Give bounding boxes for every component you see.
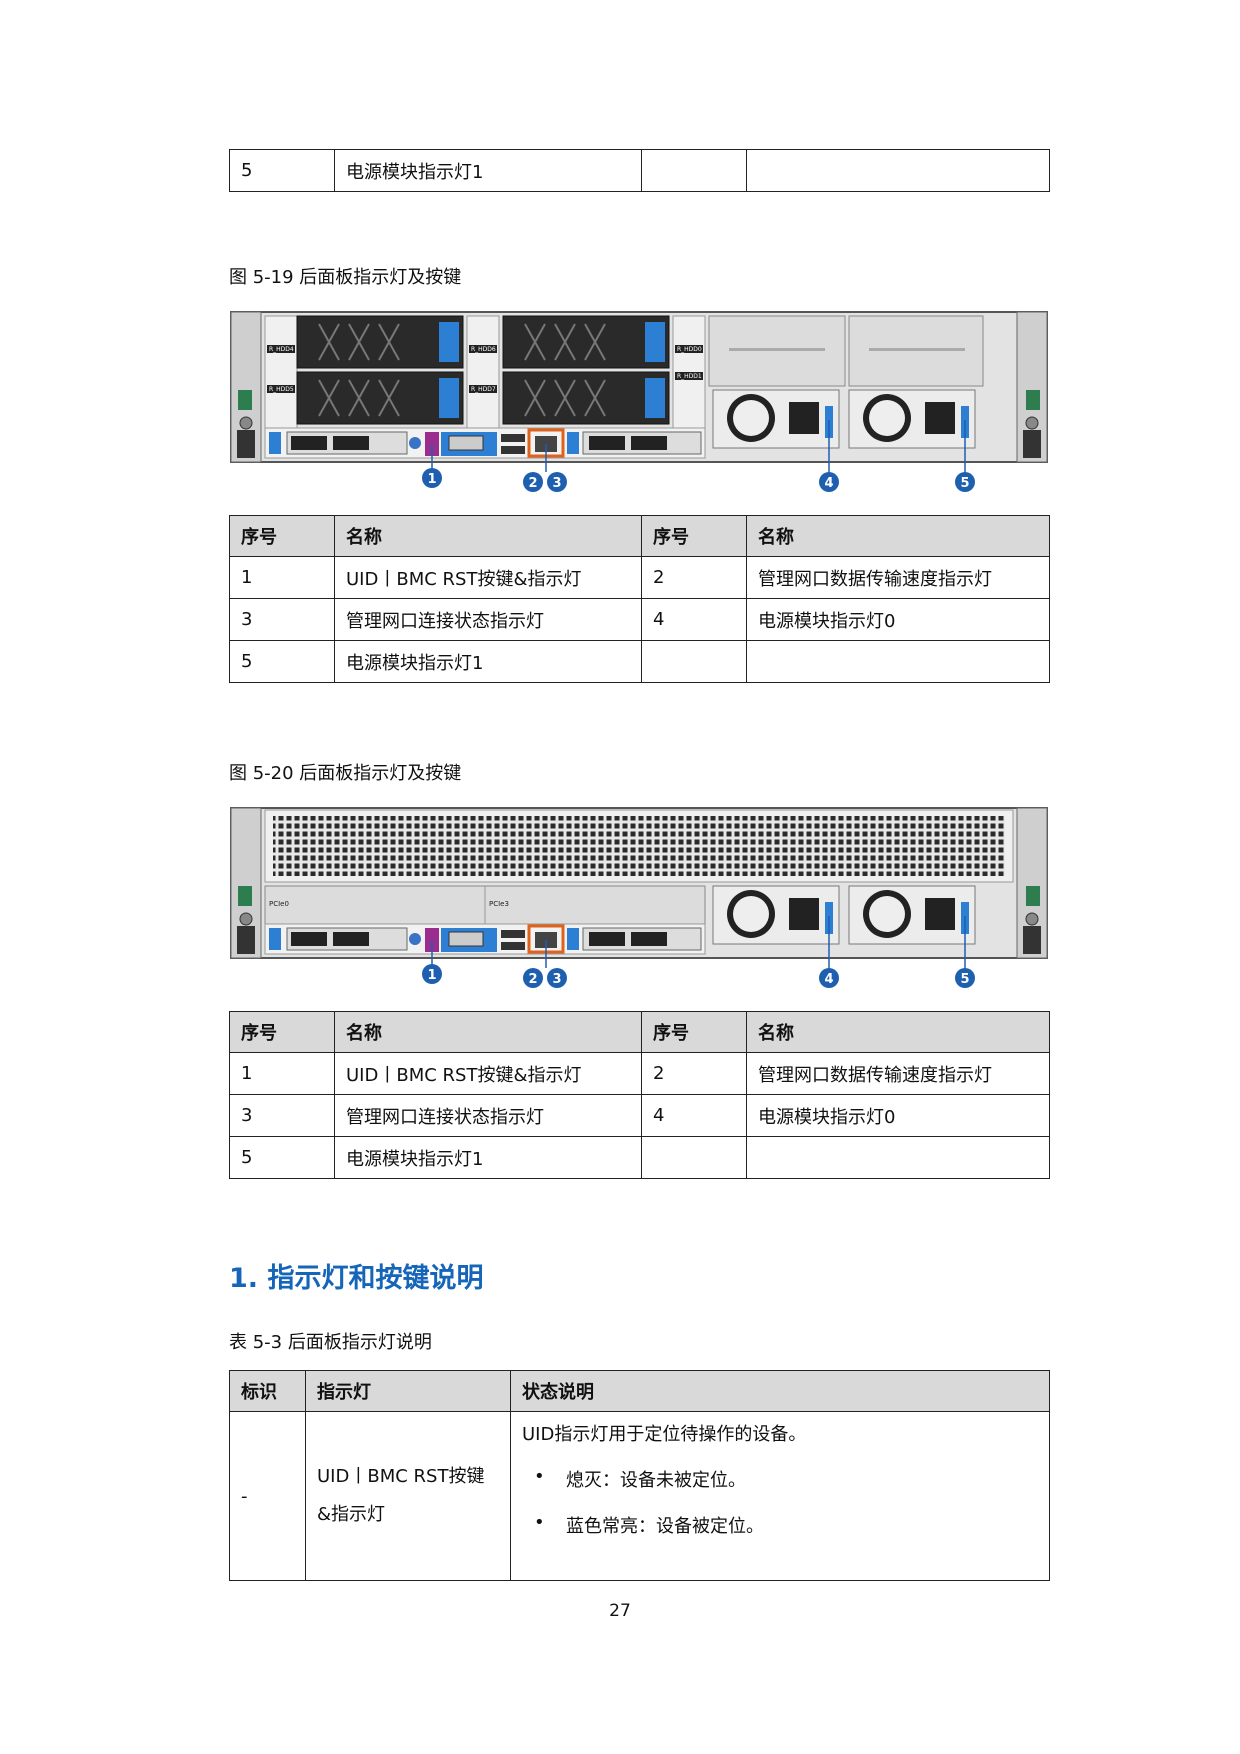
callout-3: 3	[547, 472, 567, 492]
column-header: 名称	[746, 515, 1050, 557]
table-cell: 电源模块指示灯1	[334, 640, 642, 683]
svg-text:1: 1	[427, 968, 436, 983]
drive-label: R_HDD0	[677, 346, 702, 353]
column-header: 状态说明	[510, 1370, 1050, 1412]
table-header-row: 序号 名称 序号 名称	[229, 1011, 1050, 1053]
column-header: 指示灯	[305, 1370, 511, 1412]
figure-20-caption: 图 5-20 后面板指示灯及按键	[229, 763, 462, 784]
table-cell: 1	[229, 556, 335, 599]
rear-panel-figure-20: PCIe0 PCIe3 1 2 3 4 5	[230, 807, 1048, 988]
table-row: 1 UID丨BMC RST按键&指示灯 2 管理网口数据传输速度指示灯	[229, 556, 1050, 599]
table-cell: 管理网口数据传输速度指示灯	[746, 1052, 1050, 1095]
table-cell	[641, 1136, 747, 1179]
table-cell	[746, 1136, 1050, 1179]
table-cell: 1	[229, 1052, 335, 1095]
page-number: 27	[609, 1601, 631, 1621]
table-cell	[746, 149, 1050, 192]
table-cell: 电源模块指示灯0	[746, 598, 1050, 641]
table-header-row: 标识 指示灯 状态说明	[229, 1370, 1050, 1412]
table-cell: 电源模块指示灯0	[746, 1094, 1050, 1137]
table-row: - UID丨BMC RST按键 &指示灯 UID指示灯用于定位待操作的设备。 熄…	[229, 1411, 1050, 1581]
section-heading: 1. 指示灯和按键说明	[229, 1263, 484, 1294]
table-header-row: 序号 名称 序号 名称	[229, 515, 1050, 557]
callout-2: 2	[523, 968, 543, 988]
drive-label: R_HDD6	[471, 346, 496, 353]
table-cell: UID丨BMC RST按键 &指示灯	[305, 1411, 511, 1581]
table-cell: 4	[641, 598, 747, 641]
callout-1: 1	[422, 468, 442, 488]
table-5-3-caption: 表 5-3 后面板指示灯说明	[229, 1332, 432, 1353]
column-header: 名称	[334, 515, 642, 557]
table-cell: 2	[641, 556, 747, 599]
column-header: 序号	[229, 515, 335, 557]
list-item: 熄灭：设备未被定位。	[522, 1466, 1038, 1492]
table-cell: 3	[229, 1094, 335, 1137]
table-cell: 3	[229, 598, 335, 641]
table-cell	[641, 640, 747, 683]
table-cell: 5	[229, 149, 335, 192]
callout-2: 2	[523, 472, 543, 492]
table-cell: 5	[229, 1136, 335, 1179]
drive-label: R_HDD1	[677, 373, 702, 380]
table-row: 3 管理网口连接状态指示灯 4 电源模块指示灯0	[229, 598, 1050, 641]
svg-text:2: 2	[528, 972, 537, 987]
column-header: 序号	[641, 1011, 747, 1053]
table-cell: -	[229, 1411, 306, 1581]
svg-text:3: 3	[552, 972, 561, 987]
table-row: 5 电源模块指示灯1	[229, 149, 1050, 192]
table-cell: 4	[641, 1094, 747, 1137]
rear-panel-figure-19: R_HDD4 R_HDD5 R_HDD6 R_HDD7 R_HDD0 R_HDD…	[230, 311, 1048, 492]
status-list: 熄灭：设备未被定位。 蓝色常亮：设备被定位。	[522, 1466, 1038, 1538]
drive-label: R_HDD5	[269, 386, 294, 393]
drive-label: R_HDD4	[269, 346, 294, 353]
table-cell: UID丨BMC RST按键&指示灯	[334, 1052, 642, 1095]
top-continued-table: 5 电源模块指示灯1	[229, 149, 1050, 192]
callout-4: 4	[819, 968, 839, 988]
callout-3: 3	[547, 968, 567, 988]
column-header: 名称	[746, 1011, 1050, 1053]
indicator-description-table: 标识 指示灯 状态说明 - UID丨BMC RST按键 &指示灯 UID指示灯用…	[229, 1370, 1050, 1581]
callout-4: 4	[819, 472, 839, 492]
column-header: 名称	[334, 1011, 642, 1053]
figure-19-legend-table: 序号 名称 序号 名称 1 UID丨BMC RST按键&指示灯 2 管理网口数据…	[229, 515, 1050, 683]
slot-label: PCIe3	[489, 900, 509, 908]
indicator-name-line: UID丨BMC RST按键	[317, 1466, 485, 1487]
table-cell: 管理网口连接状态指示灯	[334, 1094, 642, 1137]
callout-1: 1	[422, 964, 442, 984]
drive-label: R_HDD7	[471, 386, 496, 393]
slot-label: PCIe0	[269, 900, 289, 908]
column-header: 序号	[229, 1011, 335, 1053]
table-cell: 2	[641, 1052, 747, 1095]
table-cell: 管理网口连接状态指示灯	[334, 598, 642, 641]
svg-text:4: 4	[824, 476, 833, 491]
status-description: UID指示灯用于定位待操作的设备。	[522, 1424, 807, 1445]
table-row: 5 电源模块指示灯1	[229, 640, 1050, 683]
table-row: 3 管理网口连接状态指示灯 4 电源模块指示灯0	[229, 1094, 1050, 1137]
table-cell: UID指示灯用于定位待操作的设备。 熄灭：设备未被定位。 蓝色常亮：设备被定位。	[510, 1411, 1050, 1581]
svg-text:1: 1	[427, 472, 436, 487]
column-header: 标识	[229, 1370, 306, 1412]
table-cell: 5	[229, 640, 335, 683]
table-cell: 管理网口数据传输速度指示灯	[746, 556, 1050, 599]
table-cell	[746, 640, 1050, 683]
callout-5: 5	[955, 968, 975, 988]
svg-text:4: 4	[824, 972, 833, 987]
svg-text:2: 2	[528, 476, 537, 491]
figure-19-caption: 图 5-19 后面板指示灯及按键	[229, 267, 462, 288]
table-cell: UID丨BMC RST按键&指示灯	[334, 556, 642, 599]
table-cell: 电源模块指示灯1	[334, 149, 642, 192]
list-item: 蓝色常亮：设备被定位。	[522, 1512, 1038, 1538]
column-header: 序号	[641, 515, 747, 557]
callout-5: 5	[955, 472, 975, 492]
svg-text:3: 3	[552, 476, 561, 491]
indicator-name-line: &指示灯	[317, 1504, 386, 1525]
svg-text:5: 5	[960, 476, 969, 491]
table-row: 5 电源模块指示灯1	[229, 1136, 1050, 1179]
figure-20-legend-table: 序号 名称 序号 名称 1 UID丨BMC RST按键&指示灯 2 管理网口数据…	[229, 1011, 1050, 1179]
table-row: 1 UID丨BMC RST按键&指示灯 2 管理网口数据传输速度指示灯	[229, 1052, 1050, 1095]
table-cell	[641, 149, 747, 192]
table-cell: 电源模块指示灯1	[334, 1136, 642, 1179]
svg-text:5: 5	[960, 972, 969, 987]
